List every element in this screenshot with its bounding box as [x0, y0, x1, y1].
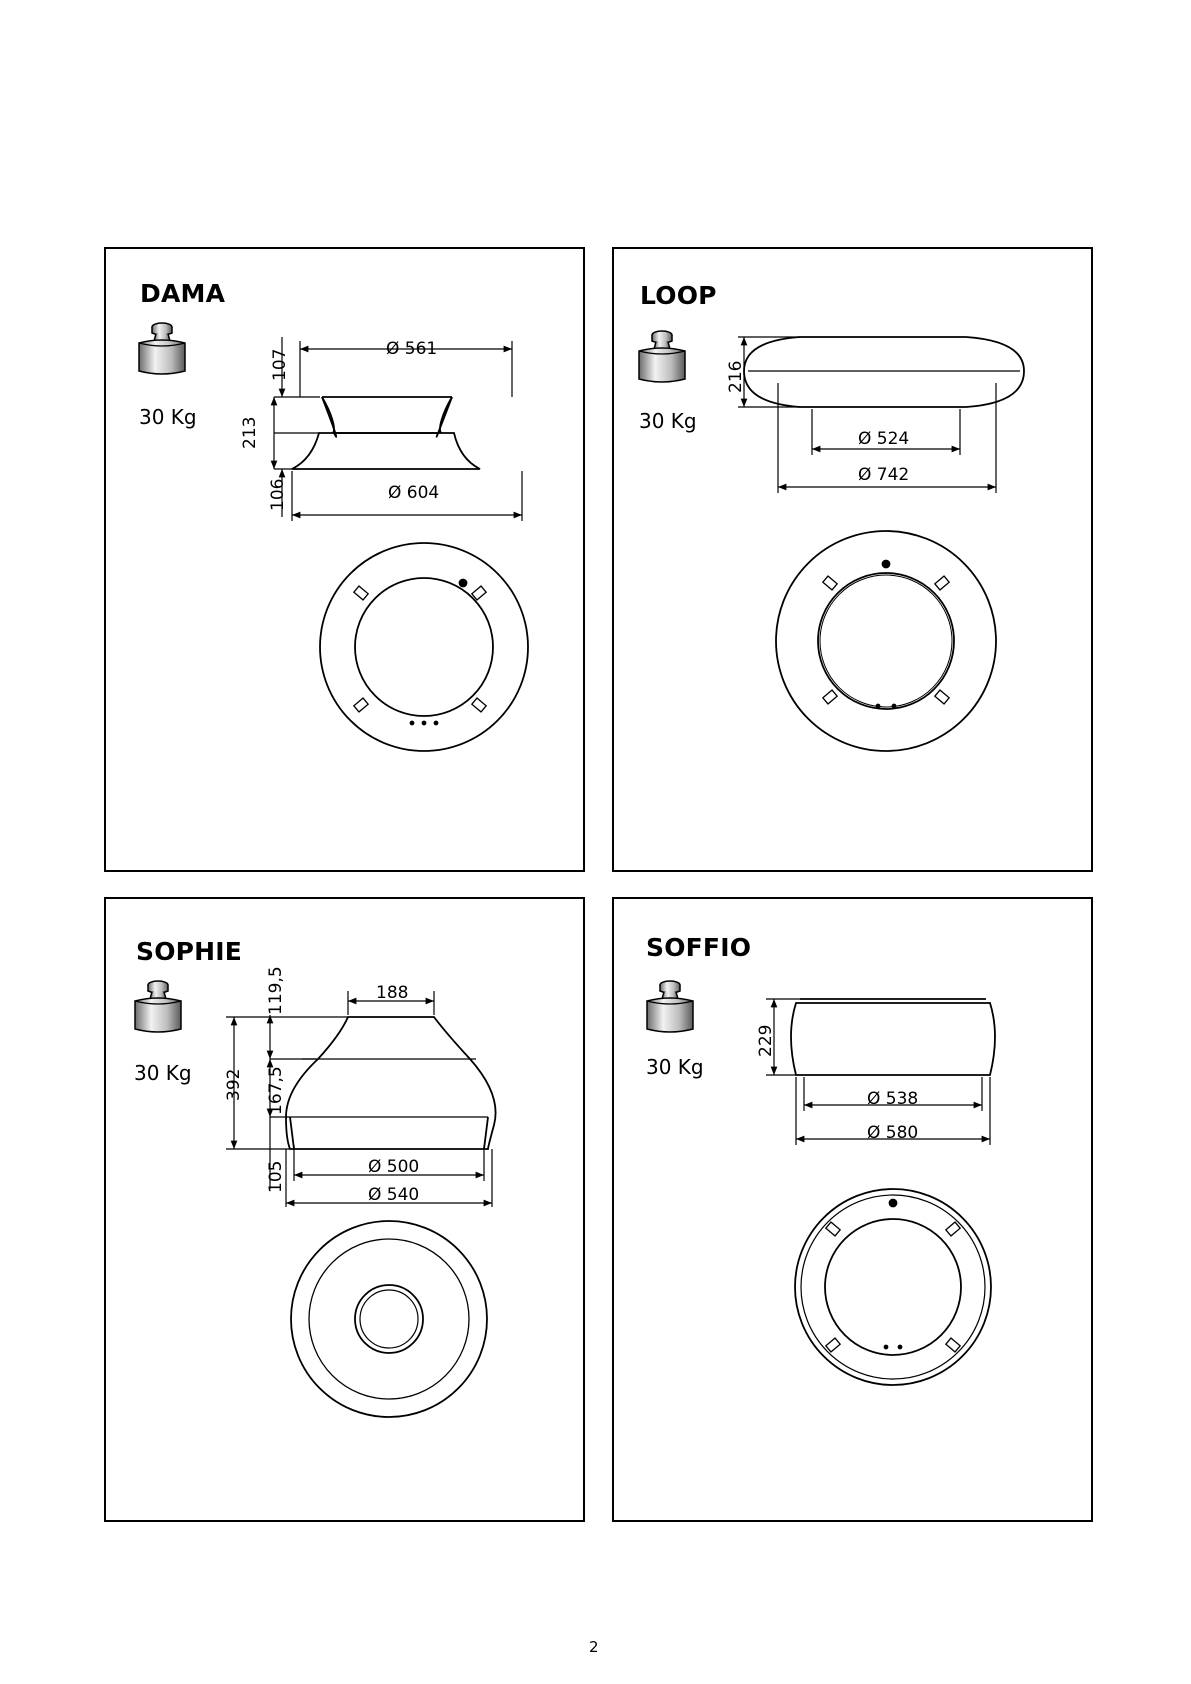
panel-dama: DAMA 30 Kg — [104, 247, 585, 872]
panel-loop: LOOP 30 Kg — [612, 247, 1093, 872]
dim-outer-diameter: Ø 540 — [368, 1187, 419, 1204]
dim-top-diameter: Ø 561 — [386, 341, 437, 358]
dama-top-view — [320, 543, 528, 751]
dim-outer-diameter: Ø 580 — [867, 1125, 918, 1142]
dama-drawing — [106, 249, 587, 874]
soffio-drawing — [614, 899, 1095, 1524]
dim-bottom-diameter: Ø 604 — [388, 485, 439, 502]
dim-inner-diameter: Ø 538 — [867, 1091, 918, 1108]
dim-top-diameter: 188 — [376, 985, 408, 1002]
soffio-top-view — [795, 1189, 991, 1385]
dim-outer-diameter: Ø 742 — [858, 467, 909, 484]
dim-bottom-height: 105 — [268, 1161, 285, 1193]
loop-top-view — [776, 531, 996, 751]
dama-side-view — [292, 397, 480, 469]
loop-drawing — [614, 249, 1095, 874]
soffio-side-view — [791, 999, 995, 1075]
panel-soffio: SOFFIO 30 Kg — [612, 897, 1093, 1522]
dim-bottom-height: 106 — [270, 479, 287, 511]
loop-side-view — [744, 337, 1024, 407]
sophie-drawing — [106, 899, 587, 1524]
dim-mid-height: 167,5 — [268, 1066, 285, 1115]
sophie-side-view — [286, 1017, 496, 1149]
dim-total-height: 392 — [226, 1069, 243, 1101]
dim-inner-diameter: Ø 500 — [368, 1159, 419, 1176]
dim-top-height: 107 — [272, 349, 289, 381]
dim-inner-diameter: Ø 524 — [858, 431, 909, 448]
dim-height: 216 — [728, 361, 745, 393]
dim-height: 229 — [758, 1025, 775, 1057]
panel-sophie: SOPHIE 30 Kg — [104, 897, 585, 1522]
dim-top-height: 119,5 — [268, 966, 285, 1015]
sophie-top-view — [291, 1221, 487, 1417]
dim-body-height: 213 — [242, 417, 259, 449]
page-number: 2 — [589, 1638, 599, 1656]
